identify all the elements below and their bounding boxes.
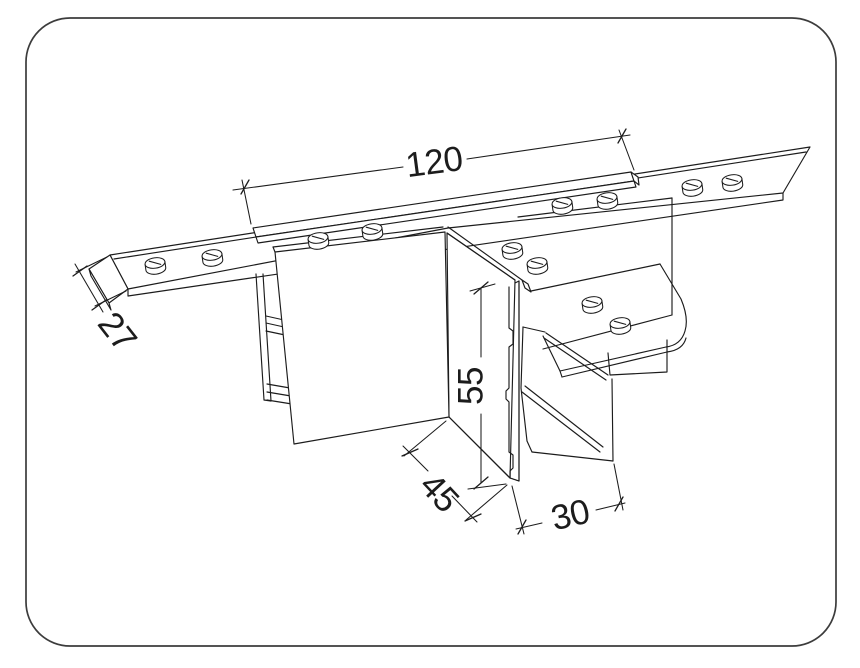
dimension-label-120: 120 xyxy=(403,139,465,185)
screw-icon xyxy=(608,315,633,337)
dimension-30: 30 xyxy=(511,463,626,539)
right-web-plate xyxy=(517,197,673,350)
screw-icon xyxy=(500,240,525,262)
dimension-55: 55 xyxy=(452,281,507,490)
dimension-label-27: 27 xyxy=(90,305,144,359)
screw-icon xyxy=(580,294,605,316)
main-blade xyxy=(272,226,450,445)
left-channel-profile xyxy=(255,273,293,405)
screw-icon xyxy=(525,255,550,277)
dimension-120: 120 xyxy=(232,128,635,225)
dimension-label-55: 55 xyxy=(452,367,491,405)
dimension-label-30: 30 xyxy=(547,492,593,539)
page-border xyxy=(25,17,837,647)
branch-channel-profile xyxy=(520,326,668,462)
locating-strip xyxy=(252,171,640,244)
dimension-label-45: 45 xyxy=(412,466,466,520)
